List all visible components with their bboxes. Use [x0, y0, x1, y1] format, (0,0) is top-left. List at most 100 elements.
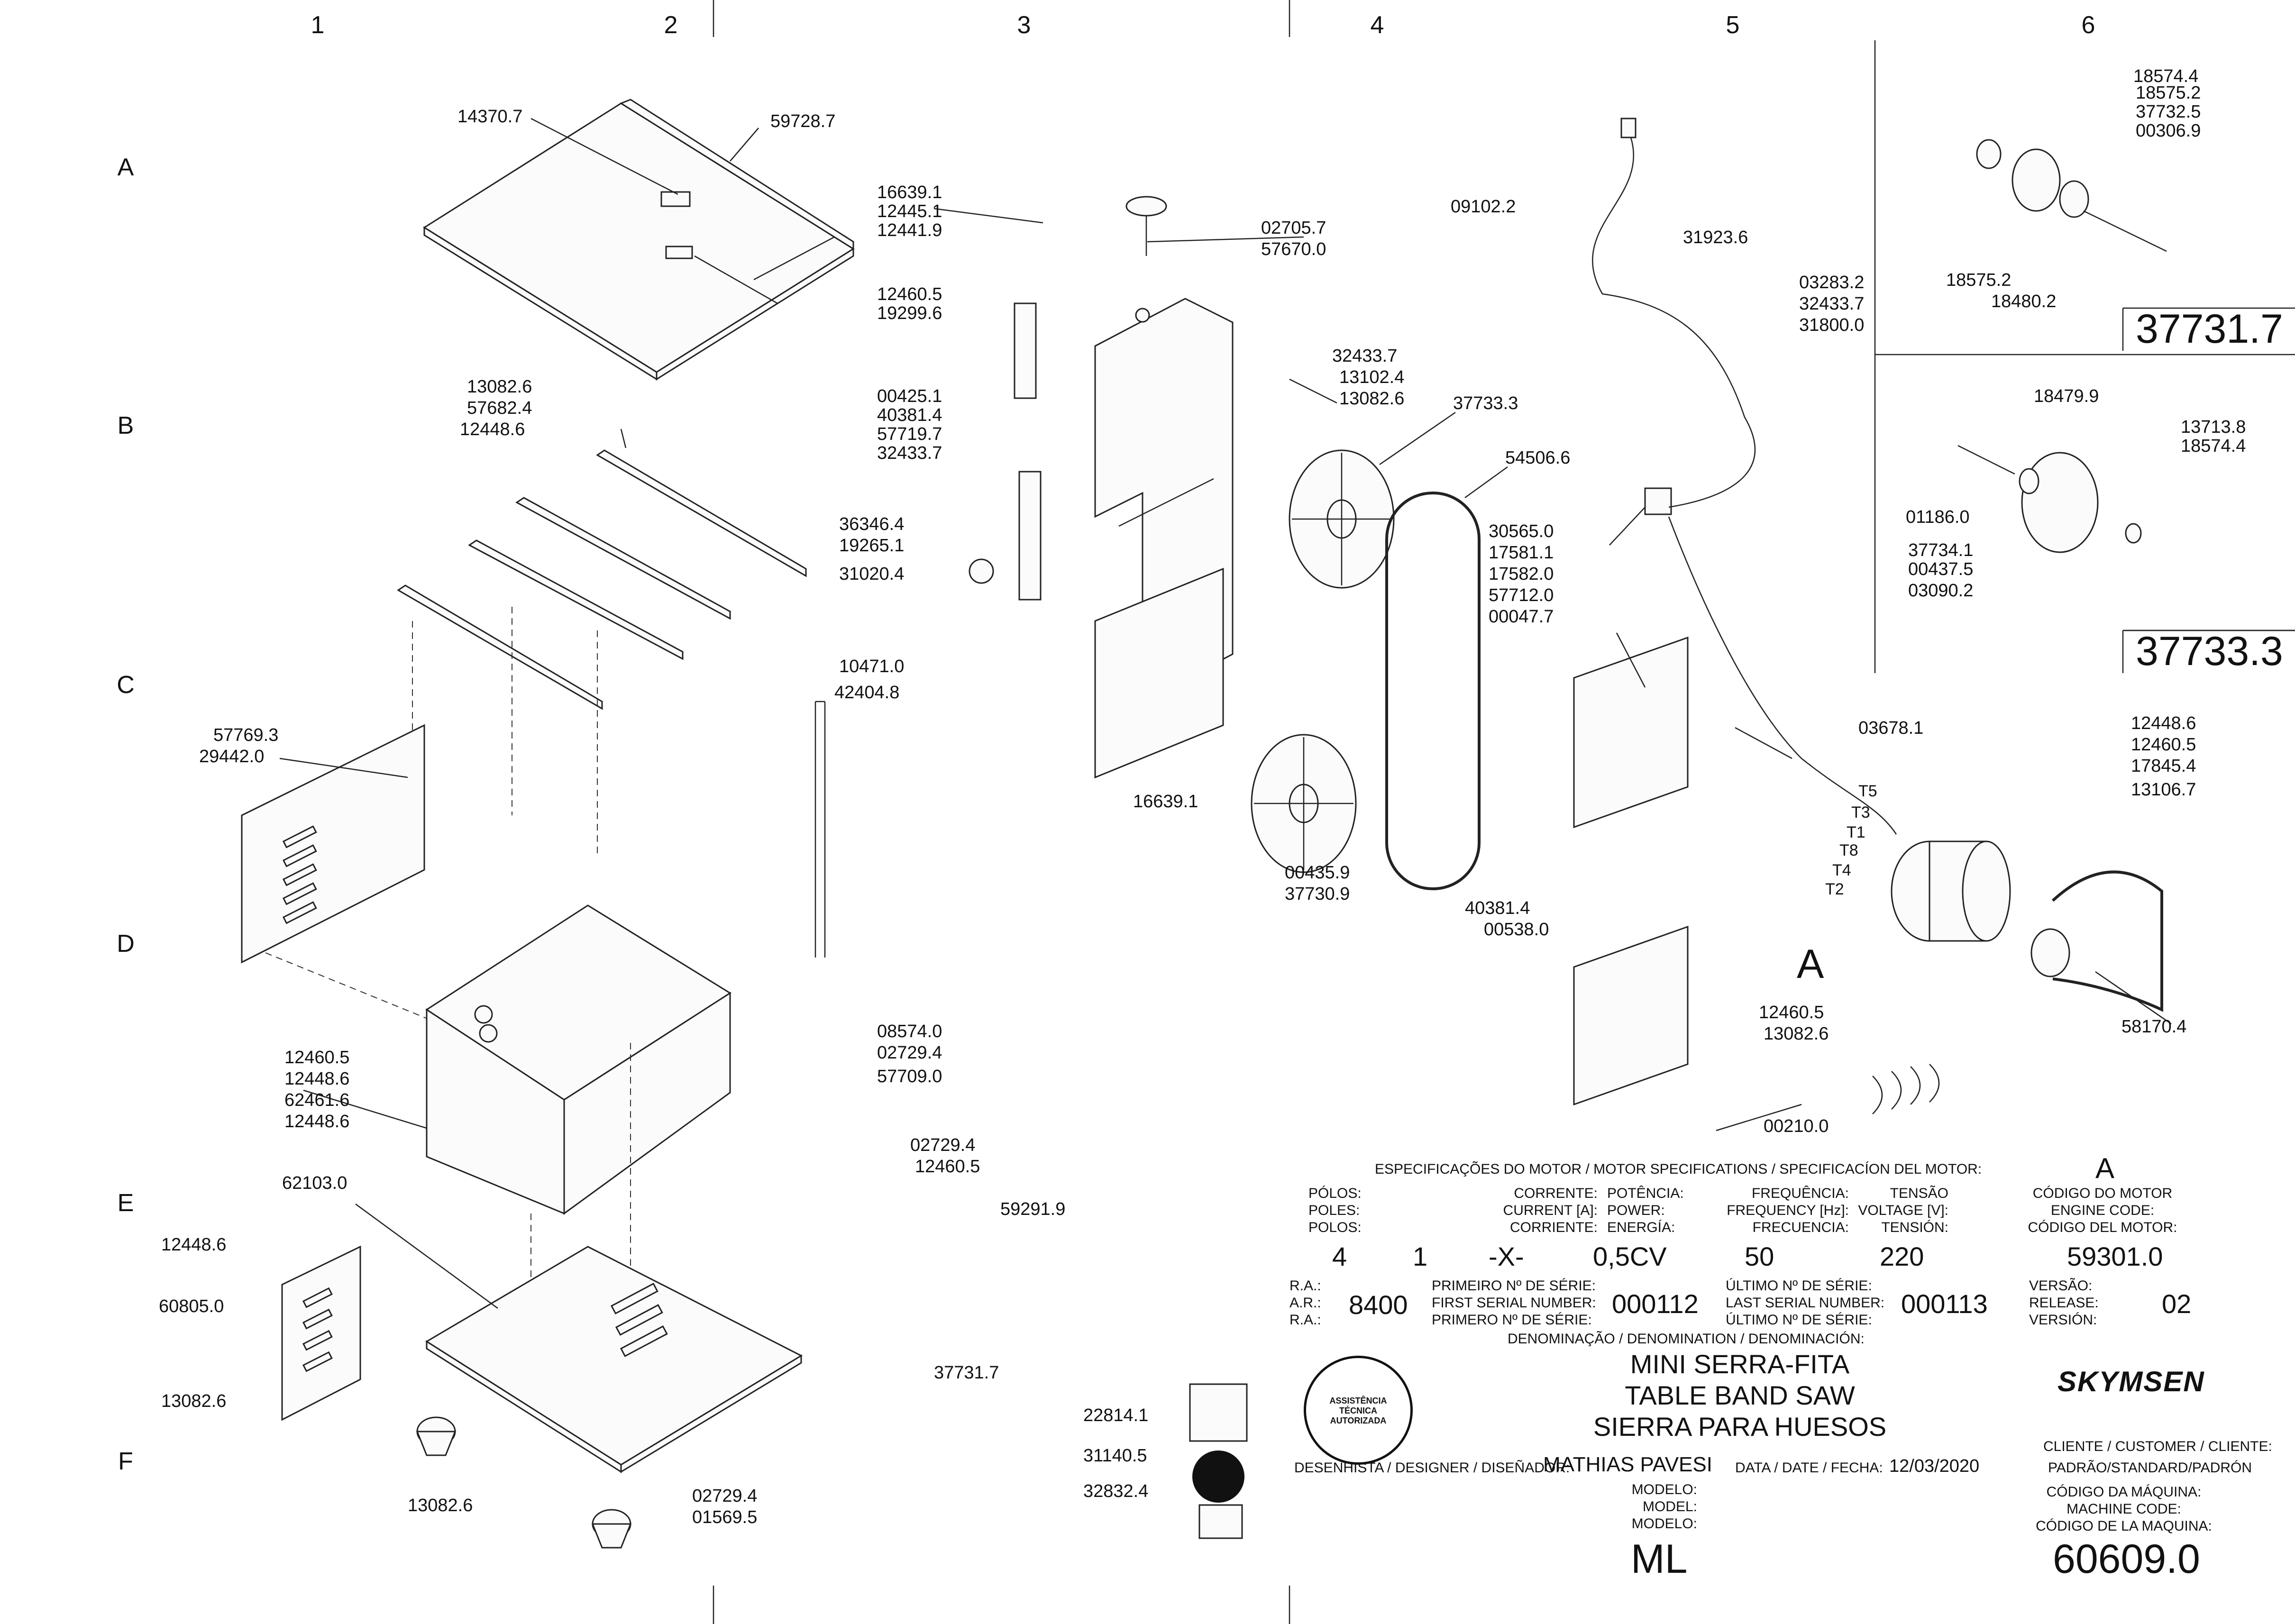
label-line: FREQUENCY [Hz]:	[1727, 1203, 1849, 1218]
part-number-callout: 40381.4	[877, 405, 942, 425]
part-number-callout: 02729.4	[692, 1486, 758, 1506]
table-top	[423, 99, 855, 381]
part-number-callout: 18575.2	[2136, 83, 2201, 103]
voltage-label: TENSÃO VOLTAGE [V]: TENSIÓN:	[1854, 1185, 1948, 1236]
part-number-callout: 18479.9	[2034, 386, 2099, 406]
label-line: TENSIÓN:	[1881, 1220, 1948, 1235]
label-line: CURRENT [A]:	[1503, 1203, 1598, 1218]
machine-code-value: 60609.0	[2053, 1536, 2200, 1582]
label-line: LAST SERIAL NUMBER:	[1726, 1295, 1885, 1311]
part-number-callout: 12460.5	[2131, 735, 2196, 755]
first-serial-value: 000112	[1612, 1289, 1699, 1319]
part-number-callout: 00425.1	[877, 386, 942, 406]
part-number-callout: 19265.1	[839, 536, 905, 556]
part-number-callout: 37734.1	[1908, 540, 1974, 560]
part-number-callout: 13082.6	[1764, 1024, 1829, 1044]
decals	[1189, 1383, 1248, 1539]
label-line: RELEASE:	[2029, 1295, 2099, 1311]
part-number-callout: 16639.1	[1133, 792, 1198, 812]
machine-name: MINI SERRA-FITA TABLE BAND SAW SIERRA PA…	[1536, 1349, 1944, 1442]
row-labels: A B C D E F	[117, 154, 135, 1475]
label-line: TENSÃO	[1890, 1186, 1948, 1201]
label-line: CORRENTE:	[1514, 1186, 1598, 1201]
column-label: 6	[2082, 11, 2095, 39]
first-serial-label: PRIMEIRO Nº DE SÉRIE: FIRST SERIAL NUMBE…	[1432, 1277, 1596, 1329]
part-number-callout: 12445.1	[877, 201, 942, 221]
seal-text: ASSISTÊNCIA TÉCNICA AUTORIZADA	[1329, 1396, 1387, 1425]
ra-label: R.A.: A.R.: R.A.:	[1289, 1277, 1321, 1329]
part-number-callout: 09102.2	[1451, 197, 1516, 217]
label-line: A.R.:	[1289, 1295, 1321, 1311]
part-number-callout: 12460.5	[915, 1157, 980, 1177]
part-number-callout: 00047.7	[1489, 607, 1554, 627]
part-number-callout: 12448.6	[2131, 713, 2196, 733]
label-line: CÓDIGO DEL MOTOR:	[2028, 1220, 2177, 1235]
part-number-callout: 12460.5	[1759, 1003, 1824, 1022]
label-line: CÓDIGO DE LA MAQUINA:	[2036, 1518, 2212, 1534]
part-number-callout: 57719.7	[877, 424, 942, 444]
label-line: MODEL:	[1642, 1499, 1697, 1515]
label-line: FIRST SERIAL NUMBER:	[1432, 1295, 1596, 1311]
date-value: 12/03/2020	[1889, 1456, 1980, 1476]
part-number-callout: 18480.2	[1991, 292, 2057, 311]
part-number-callout: 40381.4	[1465, 898, 1530, 918]
label-line: ENGINE CODE:	[2050, 1203, 2155, 1218]
power-label: POTÊNCIA: POWER: ENERGÍA:	[1607, 1185, 1684, 1236]
part-number-callout: 03678.1	[1858, 718, 1924, 738]
ra-value: 8400	[1349, 1290, 1408, 1320]
part-number-callout: 00538.0	[1484, 920, 1549, 940]
row-label: B	[118, 412, 134, 439]
part-number-callout: 37731.7	[934, 1363, 999, 1383]
label-line: POLOS:	[1308, 1220, 1362, 1235]
inset-code-1: 37731.7	[2136, 306, 2283, 352]
version-value: 02	[2162, 1289, 2192, 1319]
part-number-callout: 30565.0	[1489, 521, 1554, 541]
row-label: F	[118, 1448, 133, 1475]
label-line: R.A.:	[1289, 1312, 1321, 1328]
part-number-callout: 01186.0	[1906, 507, 1970, 527]
label-line: VOLTAGE [V]:	[1858, 1203, 1948, 1218]
part-number-callout: 32832.4	[1083, 1481, 1149, 1501]
value-poles-2: 1	[1413, 1241, 1428, 1271]
part-number-callout: 13082.6	[1339, 389, 1405, 409]
label-line: VERSÃO:	[2029, 1278, 2093, 1294]
side-panel	[241, 724, 546, 1067]
row-label: D	[117, 930, 135, 958]
part-number-callout: 12448.6	[460, 420, 525, 439]
part-number-callout: 10471.0	[839, 657, 905, 676]
column-labels: 1 2 3 4 5 6	[311, 11, 2095, 39]
client-value: PADRÃO/STANDARD/PADRÓN	[2048, 1460, 2252, 1476]
cabinet	[425, 904, 731, 1365]
row-label: E	[118, 1189, 134, 1217]
part-number-callout: 32433.7	[1332, 346, 1398, 366]
name-line: TABLE BAND SAW	[1625, 1380, 1855, 1410]
part-number-callout: 57670.0	[1261, 239, 1326, 259]
part-number-callout: 12460.5	[877, 284, 942, 304]
upper-wheel	[1289, 449, 1395, 589]
part-number-callout: 22814.1	[1083, 1405, 1149, 1425]
column-label: 3	[1017, 11, 1031, 39]
part-number-callout: 00435.9	[1285, 863, 1350, 883]
client-label: CLIENTE / CUSTOMER / CLIENTE:	[2043, 1439, 2272, 1454]
part-number-callout: 16639.1	[877, 182, 942, 202]
front-cover	[1573, 636, 1689, 1106]
label-line: MACHINE CODE:	[2066, 1501, 2181, 1517]
title-block: ESPECIFICAÇÕES DO MOTOR / MOTOR SPECIFIC…	[1289, 1152, 2295, 1624]
value-power: 0,5CV	[1593, 1241, 1667, 1271]
part-number-callout: 12448.6	[284, 1112, 350, 1131]
leader-lines	[279, 118, 2172, 1309]
inset-pulley	[1976, 139, 2167, 252]
model-label: MODELO: MODEL: MODELO:	[1631, 1481, 1697, 1533]
label-line: VERSIÓN:	[2029, 1312, 2097, 1328]
column-label: 4	[1371, 11, 1384, 39]
column-label: 5	[1726, 11, 1740, 39]
part-number-callout: 02729.4	[910, 1135, 976, 1155]
zone-dividers	[713, 0, 2295, 1624]
part-number-callout: 57712.0	[1489, 585, 1554, 605]
inset-wheel	[1957, 445, 2142, 553]
wire-label: T2	[1825, 880, 1844, 898]
part-number-callout: 18574.4	[2181, 436, 2246, 456]
motor-view-letter: A	[1797, 941, 1824, 987]
blade-guide	[814, 196, 1167, 958]
